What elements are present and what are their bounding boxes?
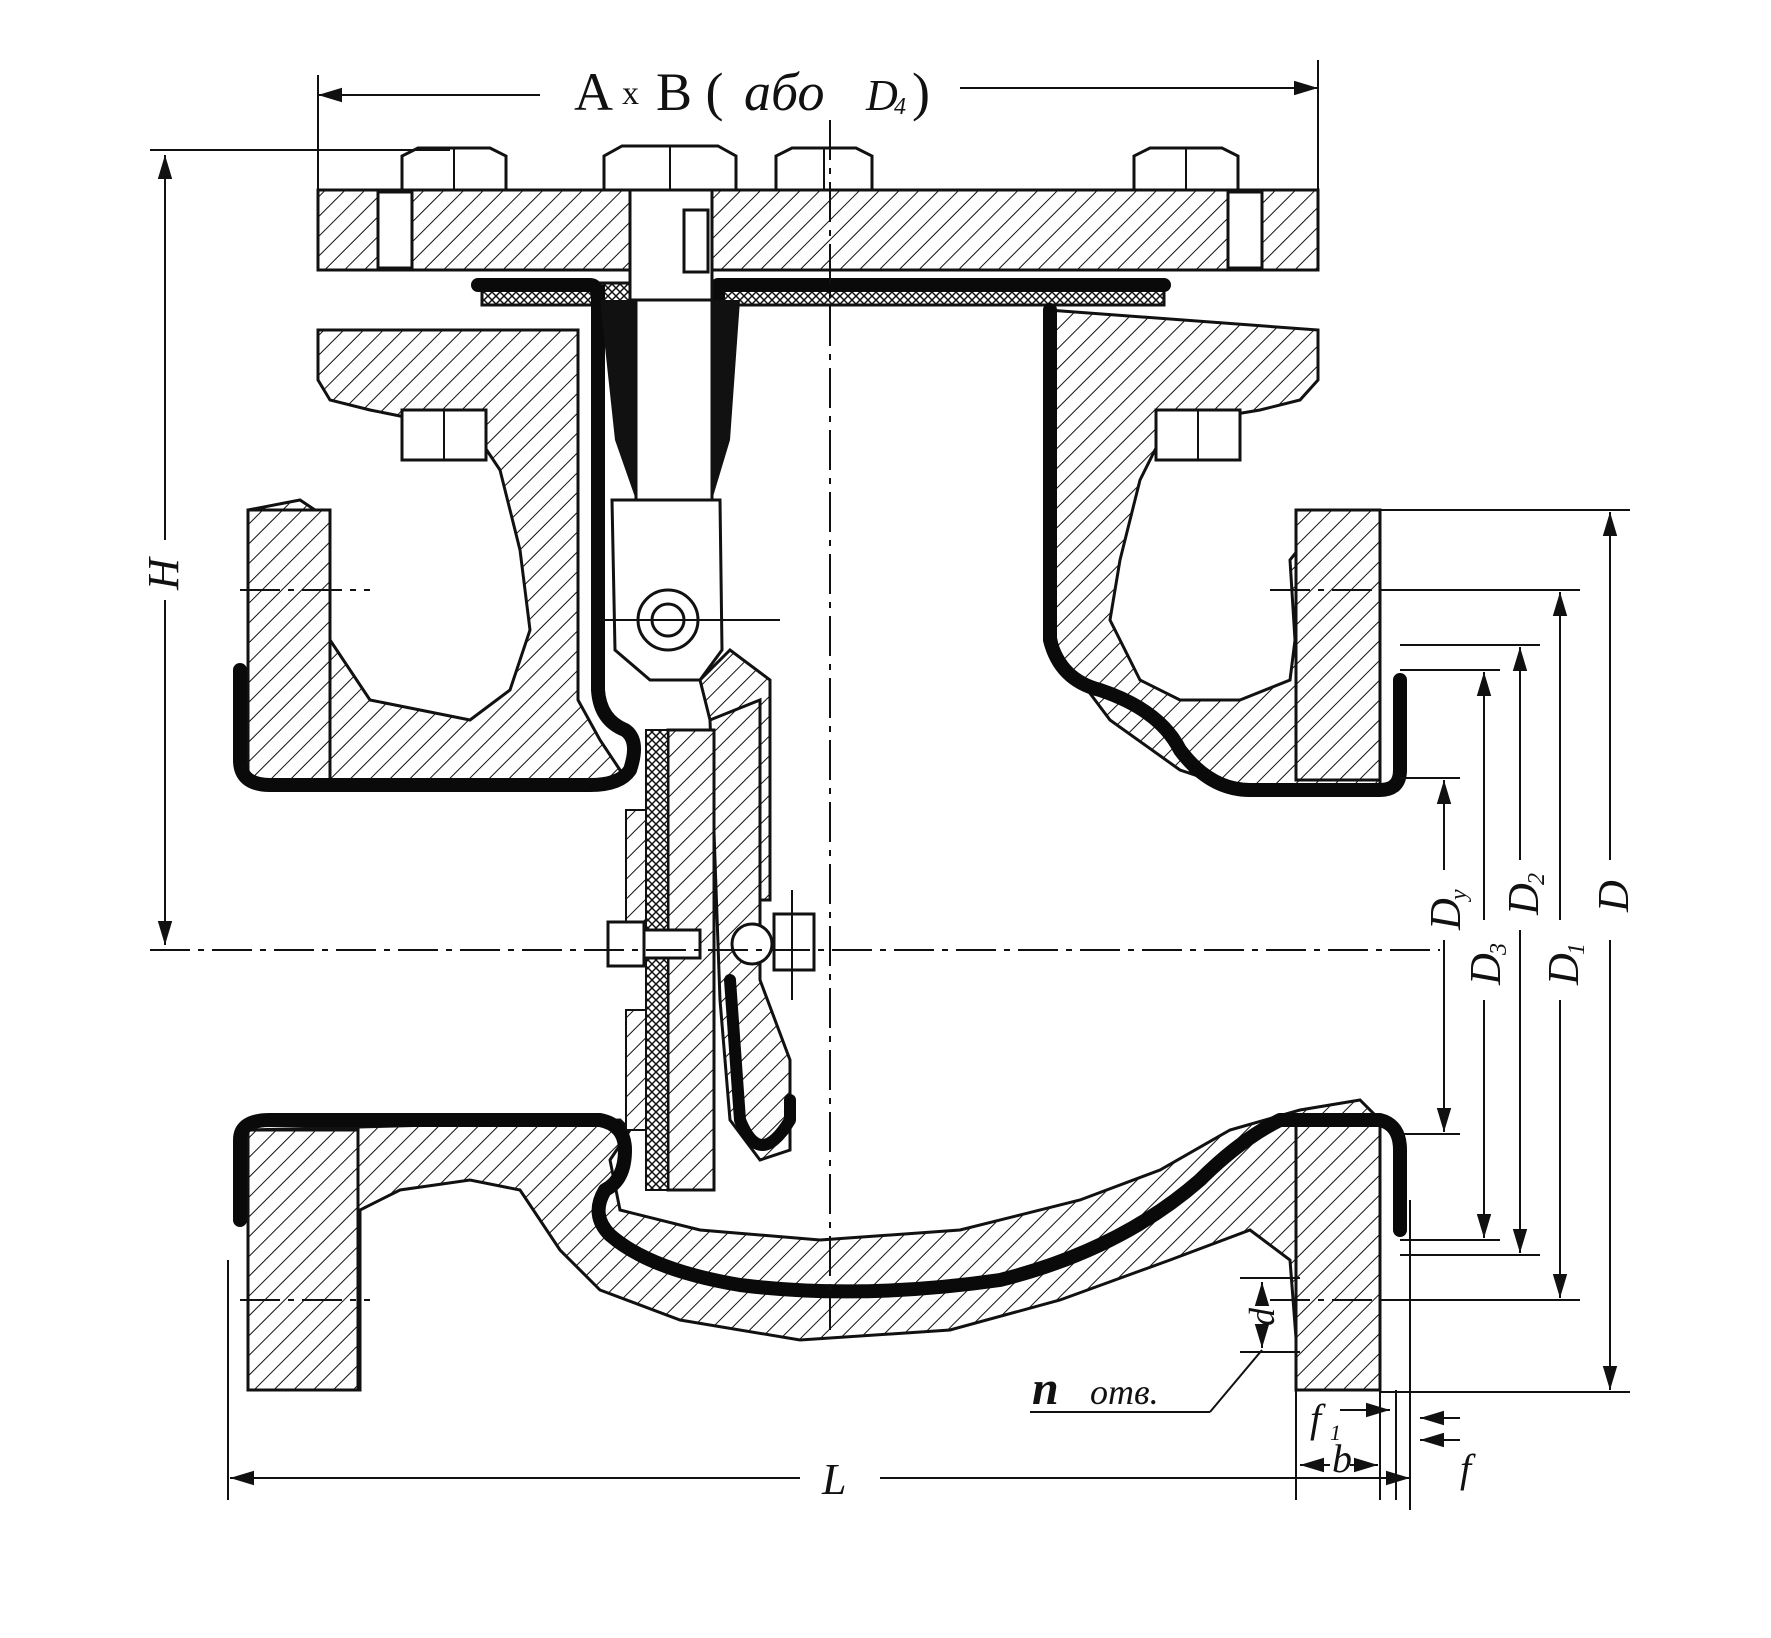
label-Dy-sub: y [1446,889,1472,902]
label-D2: D [1499,883,1548,916]
label-x: x [622,75,639,112]
label-f: f [1460,1446,1476,1491]
hinge-shaft [600,188,780,682]
label-Dy: D [1421,898,1470,931]
label-B: B ( [656,62,724,122]
label-d: d [1242,1307,1282,1326]
dimension-lines [150,60,1630,1510]
label-D4: D [865,71,898,120]
label-A: A [574,62,613,122]
label-D1: D [1539,953,1588,986]
disc [625,728,716,1192]
label-close-paren: ) [912,62,930,122]
label-b: b [1332,1436,1352,1481]
label-abo: або [744,62,824,122]
label-D3: D [1461,953,1510,986]
label-n: n [1032,1362,1059,1415]
label-D1-sub: 1 [1564,943,1590,955]
label-otv: отв. [1090,1372,1159,1412]
label-f1-sub: 1 [1330,1420,1341,1445]
labels: A x B ( або D 4 ) H L D D 1 D 2 D 3 D y … [139,62,1638,1504]
disc-bolt [606,890,816,1000]
label-D4-sub: 4 [894,94,906,120]
label-H: H [139,556,188,591]
top-nuts [400,144,1240,192]
valve-body [246,308,1382,1392]
label-f1: f [1310,1396,1326,1441]
flange-bolts [400,408,1242,462]
label-D2-sub: 2 [1524,873,1550,885]
label-D: D [1589,880,1638,913]
rubber-liner [233,278,1407,1299]
label-D3-sub: 3 [1486,943,1512,956]
label-L: L [821,1455,846,1504]
axes [150,120,1440,1330]
